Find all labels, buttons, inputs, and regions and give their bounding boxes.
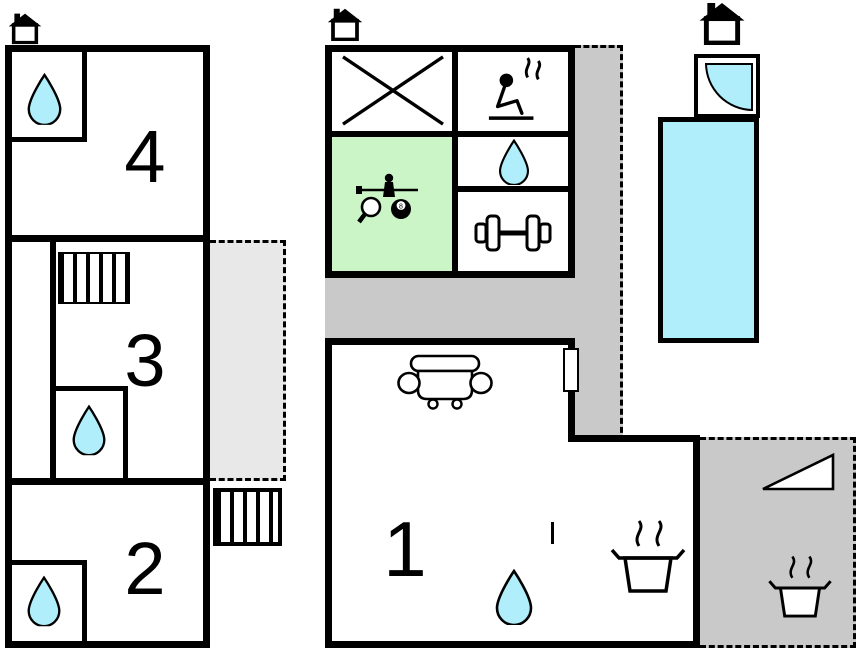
house-icon [697,2,747,45]
terrace-strip [575,45,623,442]
no-room-icon [342,55,444,126]
wall-divider [325,131,575,137]
wall [693,435,700,648]
wall-divider [452,45,458,278]
bathroom-2-box [5,560,87,648]
stove-icon [766,549,834,627]
wall-divider [50,242,56,482]
dumbbell-icon [474,214,552,252]
sofa-icon [397,354,493,410]
pool-entrance [694,54,760,118]
pool-door-icon [705,63,753,111]
sauna-icon [488,57,542,120]
room-1-label: 1 [383,505,427,593]
wall [325,338,332,648]
water-drop-icon [494,568,534,626]
wall-divider [5,235,210,242]
house-icon [8,12,42,45]
terrace-corridor [325,278,575,338]
room-2-label: 2 [124,527,166,610]
games-icon: 8 [356,173,418,224]
water-drop-icon [26,72,63,126]
wall [568,435,700,442]
wall-divider [452,186,575,192]
wall-marker [551,522,554,544]
bedroom-building [5,45,210,648]
room-4-label: 4 [124,115,166,198]
wall-divider [5,478,210,485]
water-drop-icon [71,404,107,456]
house-icon [327,4,363,45]
wall [325,338,575,345]
stairs-icon [213,488,282,546]
pool-icon [658,117,759,343]
stairs-icon [58,252,130,304]
door-icon [563,348,579,392]
bathroom-4-box [5,45,87,142]
room-3-label: 3 [124,319,166,402]
ramp-icon [762,452,835,491]
wall [325,641,700,648]
bathroom-3-box [50,386,128,482]
eight-ball-number: 8 [399,204,403,211]
games-room [332,137,452,271]
water-drop-icon [26,574,62,628]
balcony [210,240,286,481]
water-drop-icon [496,139,532,185]
stove-icon [608,518,688,598]
